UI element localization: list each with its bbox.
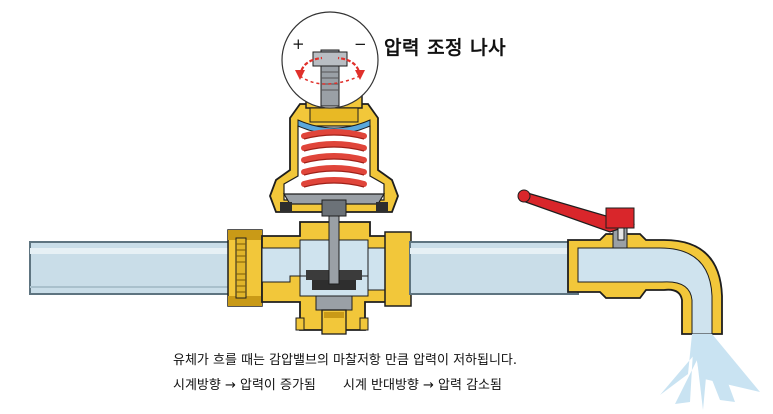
minus-symbol: − [354,35,367,53]
inlet-union-fitting [227,229,263,307]
adjust-screw-magnifier [281,11,379,109]
caption-clockwise: 시계방향 → 압력이 증가됨 [173,378,316,393]
ball-valve [517,189,723,335]
valve-body [261,213,412,335]
adjust-screw-label: 압력 조정 나사 [384,37,507,59]
spring-plate [280,193,388,217]
plus-symbol: + [292,35,305,53]
inlet-pipe [29,241,241,295]
outlet-pipe [409,241,579,295]
spring [301,129,367,187]
caption-counterclockwise: 시계 반대방향 → 압력 감소됨 [343,378,502,393]
caption-friction: 유체가 흐를 때는 감압밸브의 마찰저항 만큼 압력이 저하됩니다. [173,353,518,368]
spring-shading [303,134,365,188]
water-spray [660,334,760,410]
